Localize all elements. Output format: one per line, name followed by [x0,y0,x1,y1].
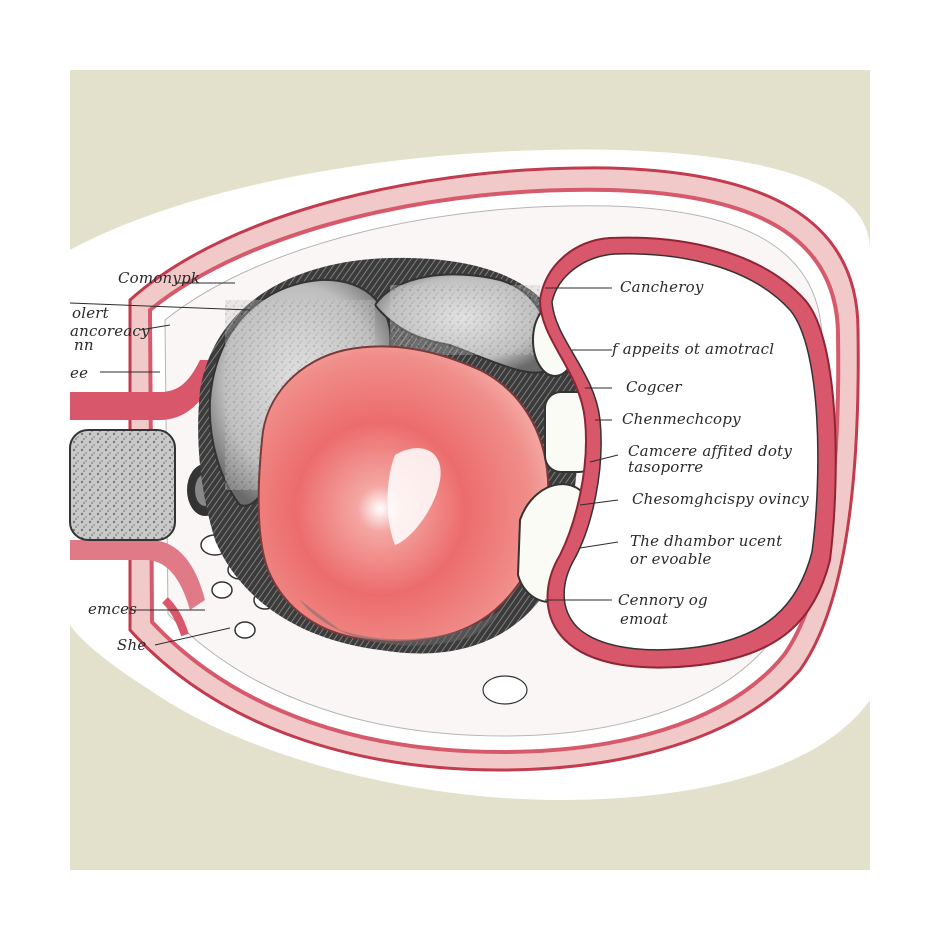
right-leader-lines [545,287,619,601]
label-olert: olert [72,304,110,322]
label-emoat: emoat [620,610,669,628]
left-tube-wall [70,360,220,420]
left-tube-lower [70,540,205,610]
label-appeits: f appeits ot amotracl [611,340,774,358]
label-cancheroy: Cancheroy [620,278,704,296]
label-dhambor: The dhambor ucent [630,532,783,550]
lobe-texture-right [390,285,540,355]
label-evoable: or evoable [630,550,712,568]
tumor-highlight [387,448,441,545]
label-emces: emces [88,600,137,618]
label-nn: nn [74,336,94,354]
right-chamber [551,253,819,651]
label-tasoporre: tasoporre [628,458,703,476]
label-cennory: Cennory og [618,591,708,609]
left-stippled-mass [69,429,176,541]
label-ancoreacy: ancoreacy [70,322,150,340]
label-ee: ee [70,364,88,382]
left-leader-lines [69,282,251,646]
label-cogcer: Cogcer [626,378,682,396]
label-she: She [117,636,146,654]
label-camcere: Camcere affited doty [628,442,792,460]
tumor-base-shadow [300,600,500,646]
label-chesomghcispy: Chesomghcispy ovincy [632,490,809,508]
bottom-node [482,675,528,705]
label-chenmechcopy: Chenmechcopy [622,410,741,428]
label-comonypk: Comonypk [118,269,200,287]
